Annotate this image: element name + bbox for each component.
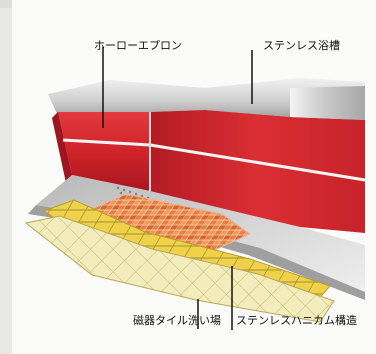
enamel-apron-right-band — [149, 143, 366, 182]
enamel-apron-left-band — [62, 138, 151, 147]
enamel-apron-left — [58, 112, 150, 191]
enamel-apron-right — [150, 110, 365, 233]
tub-interior — [290, 86, 365, 120]
label-ceramic-tile: 磁器タイル洗い場 — [133, 314, 221, 327]
tub-rim — [48, 78, 365, 120]
label-stainless-tub: ステンレス浴槽 — [263, 39, 340, 52]
enamel-apron-left-edge — [52, 112, 72, 183]
label-stainless-honeycomb: ステンレスハニカム構造 — [236, 314, 357, 327]
callout-lines — [102, 47, 253, 330]
base-grid-layer — [24, 215, 335, 323]
label-enamel-apron: ホーローエプロン — [94, 39, 182, 52]
